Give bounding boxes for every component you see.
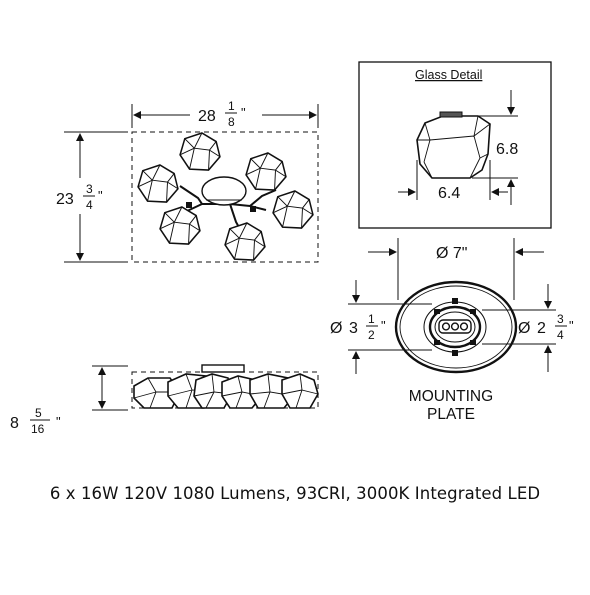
left-diameter-denominator: 2: [368, 328, 375, 342]
left-diameter-unit: ": [381, 318, 386, 333]
mounting-plate-label-line2: PLATE: [427, 406, 475, 423]
glass-shade-1: [179, 132, 221, 171]
width-unit: ": [241, 105, 246, 120]
left-diameter-numerator: 1: [368, 312, 375, 326]
glass-height-value: 6.8: [496, 141, 518, 158]
height-whole: 23: [56, 191, 74, 208]
side-height-denominator: 16: [31, 422, 45, 436]
glass-shade-5: [272, 190, 314, 229]
glass-shade-4: [224, 222, 266, 261]
plate-inner-ring: [399, 285, 513, 369]
height-denominator: 4: [86, 198, 93, 212]
top-view: 28 1 8 " 23 3 4 ": [56, 99, 319, 263]
side-view: 8 5 16 ": [10, 364, 319, 436]
glass-width-value: 6.4: [438, 185, 460, 202]
left-diameter-whole: 3: [349, 320, 358, 337]
glass-detail: Glass Detail 6.8 6.4: [358, 61, 552, 229]
right-diameter-denominator: 4: [557, 328, 564, 342]
fixture-top-view: [137, 132, 314, 261]
right-diameter-numerator: 3: [557, 312, 564, 326]
right-diameter-whole: 2: [537, 320, 546, 337]
width-whole: 28: [198, 108, 216, 125]
glass-detail-fitter: [439, 111, 463, 118]
mounting-plate-label-line1: MOUNTING: [409, 388, 493, 405]
height-numerator: 3: [86, 182, 93, 196]
width-denominator: 8: [228, 115, 235, 129]
spec-caption: 6 x 16W 120V 1080 Lumens, 93CRI, 3000K I…: [49, 484, 541, 503]
outer-diameter-label: Ø 7": [436, 245, 467, 262]
side-height-numerator: 5: [35, 406, 42, 420]
side-height-unit: ": [56, 414, 61, 429]
top-view-bounding-box: [131, 131, 319, 263]
fixture-side-view: [133, 373, 319, 409]
glass-shade-3: [159, 206, 201, 245]
width-numerator: 1: [228, 99, 235, 113]
canopy-side-view: [201, 364, 245, 373]
right-diameter-unit: ": [569, 318, 574, 333]
glass-detail-frame: [358, 61, 552, 229]
right-diameter-symbol: Ø: [518, 320, 530, 337]
height-unit: ": [98, 188, 103, 203]
mounting-plate: Ø 7" Ø 3 1 2 " Ø 2 3: [330, 238, 574, 423]
canopy-top-view: [201, 176, 247, 206]
glass-detail-title: Glass Detail: [415, 68, 482, 82]
side-height-whole: 8: [10, 415, 19, 432]
glass-shade-6: [245, 152, 287, 191]
glass-shade-2: [137, 164, 179, 203]
left-diameter-symbol: Ø: [330, 320, 342, 337]
